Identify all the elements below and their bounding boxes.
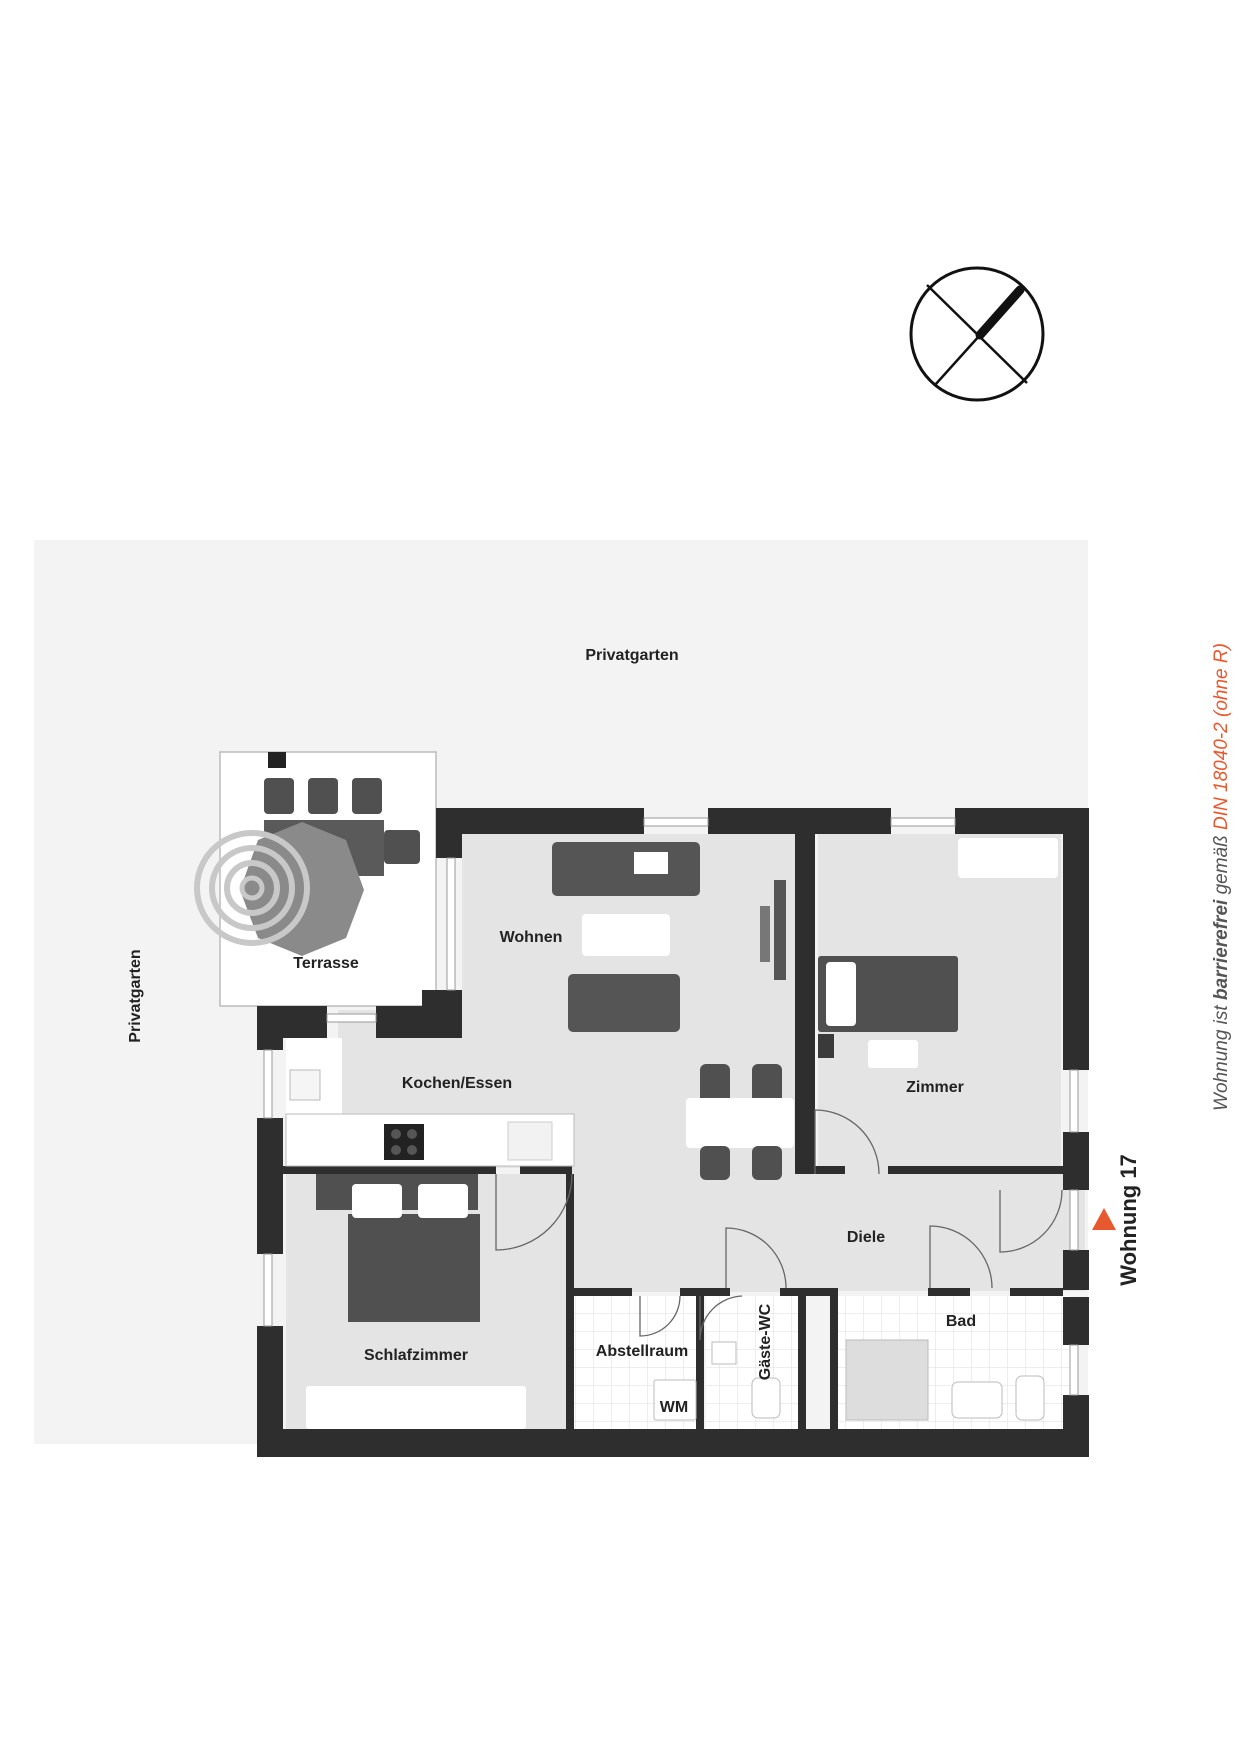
bedroom-furniture <box>306 1174 526 1429</box>
garden-top-label: Privatgarten <box>585 647 678 664</box>
bedroom-label: Schlafzimmer <box>364 1347 468 1364</box>
apartment-label: Wohnung 17 <box>1116 1154 1141 1286</box>
hall-label: Diele <box>847 1229 885 1246</box>
sanitary-fixtures <box>653 1339 1045 1421</box>
note-part-2: barrierefrei <box>1211 899 1232 1001</box>
kitchen-furniture <box>285 1069 575 1167</box>
accessibility-note: Wohnung ist barrierefrei gemäß DIN 18040… <box>1211 643 1233 1111</box>
storage-label: Abstellraum <box>596 1343 688 1360</box>
note-part-4: DIN 18040-2 (ohne R) <box>1211 643 1232 830</box>
garden-left-label: Privatgarten <box>127 949 144 1042</box>
windows <box>263 817 1079 1396</box>
bath-label: Bad <box>946 1313 976 1330</box>
room-furniture <box>818 838 1058 1068</box>
guest-wc-label: Gäste-WC <box>757 1303 774 1380</box>
door-swings <box>495 1109 1063 1341</box>
living-furniture <box>552 842 786 1032</box>
note-part-1: Wohnung ist <box>1211 1000 1232 1111</box>
living-label: Wohnen <box>500 929 563 946</box>
washer-label: WM <box>660 1399 688 1416</box>
kitchen-label: Kochen/Essen <box>402 1075 512 1092</box>
dining-furniture <box>686 1064 794 1180</box>
room-label: Zimmer <box>906 1079 964 1096</box>
north-arrow-icon <box>909 266 1045 402</box>
walls <box>257 808 1089 1457</box>
terrace-furniture <box>194 752 420 956</box>
entrance-arrow-icon <box>1092 1208 1116 1230</box>
terrace-label: Terrasse <box>293 955 359 972</box>
note-part-3: gemäß <box>1211 829 1232 900</box>
